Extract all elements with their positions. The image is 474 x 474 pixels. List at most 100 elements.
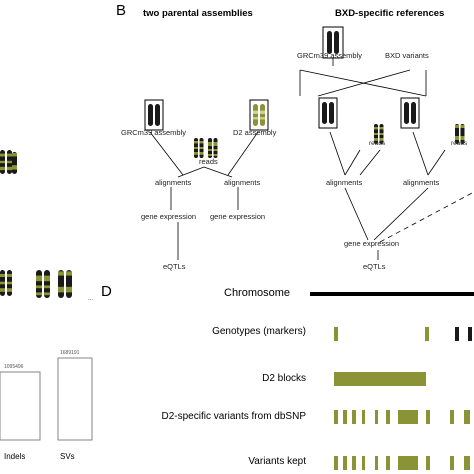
chromosome [334, 31, 339, 54]
genotype-marker [468, 327, 472, 341]
variant-mark [343, 410, 347, 424]
panel-a-pair-2 [0, 270, 12, 296]
variant-mark [410, 410, 413, 424]
left-reads-pair-2 [208, 138, 218, 158]
chromosome-pair [327, 31, 339, 54]
chromosome [260, 104, 265, 126]
chromosome [322, 102, 327, 124]
variant-mark [352, 410, 356, 424]
left-align-right: alignments [224, 178, 261, 187]
variant-kept-mark [410, 456, 413, 470]
panel-b-right-title: BXD-specific references [335, 8, 445, 19]
variant-kept-mark [450, 456, 454, 470]
left-align-left: alignments [155, 178, 192, 187]
right-align-left: alignments [326, 178, 363, 187]
variant-kept-mark [343, 456, 347, 470]
right-reads-pair-2 [455, 124, 465, 144]
panel-b-chromosomes [144, 26, 465, 158]
right-grcm-box-2 [318, 97, 338, 129]
variant-kept-mark [464, 456, 470, 470]
variant-kept-mark [334, 456, 338, 470]
right-grcm-box [322, 26, 344, 59]
variant-mark [450, 410, 454, 424]
ellipsis: ... [88, 296, 93, 302]
svs-bar [57, 357, 93, 441]
chromosome [58, 270, 64, 298]
left-grcm-label: GRCm39 assembly [121, 128, 187, 137]
chromosome [329, 102, 334, 124]
right-gene-label: gene expression [344, 239, 400, 248]
chromosome-pair [253, 104, 265, 126]
chromosome [7, 270, 12, 296]
panel-a-pair-3 [36, 270, 50, 298]
panel-b-left-title: two parental assemblies [143, 8, 253, 19]
variant-kept-mark [352, 456, 356, 470]
svs-label: SVs [60, 452, 75, 461]
variant-kept-mark [362, 456, 365, 470]
left-grcm-box [144, 99, 164, 131]
chromosome [213, 138, 218, 158]
genotype-marker [425, 327, 429, 341]
left-eqtl-label: eQTLs [163, 262, 186, 271]
chromosome [374, 124, 378, 144]
left-reads-label: reads [199, 157, 218, 166]
chromosome [455, 124, 459, 144]
chromosome [7, 150, 12, 174]
d2-blocks-label: D2 blocks [262, 373, 306, 384]
right-eqtl-label: eQTLs [363, 262, 386, 271]
chromosome [194, 138, 198, 158]
variant-kept-mark [375, 456, 378, 470]
panel-a-pair-4 [58, 270, 72, 298]
chromosome [199, 138, 204, 158]
indels-value: 1095496 [4, 364, 24, 370]
left-reads-pair-1 [194, 138, 204, 158]
right-bxd-box [400, 97, 420, 129]
panel-d-tracks [310, 292, 474, 470]
chromosome [155, 104, 160, 126]
chromosome [208, 138, 212, 158]
left-gene-right: gene expression [210, 212, 266, 221]
variant-mark [375, 410, 378, 424]
chromosome [404, 102, 409, 124]
right-bxd-label: BXD variants [385, 51, 429, 60]
panel-b-letter: B [116, 2, 127, 19]
panel-b-lines [149, 58, 474, 260]
d2-block-bar [334, 372, 426, 386]
left-d2-box [249, 99, 269, 131]
genotypes-label: Genotypes (markers) [212, 326, 306, 337]
right-align-right: alignments [403, 178, 440, 187]
panel-d-letter: D [101, 283, 112, 300]
chromosome-label: Chromosome [224, 287, 291, 299]
variant-mark [426, 410, 430, 424]
chromosome [253, 104, 258, 126]
right-grcm-label: GRCm39 assembly [297, 51, 363, 60]
variant-kept-mark [426, 456, 430, 470]
right-reads-pair-1 [374, 124, 384, 144]
variant-mark [334, 410, 338, 424]
chromosome [411, 102, 416, 124]
indels-label: Indels [4, 452, 26, 461]
genotype-marker [455, 327, 459, 341]
svs-value: 1689191 [60, 350, 80, 356]
variant-kept-mark [386, 456, 390, 470]
genotype-marker [334, 327, 338, 341]
variant-kept-mark [398, 456, 418, 470]
chromosome [44, 270, 50, 298]
variants-kept-label: Variants kept [248, 456, 306, 467]
left-gene-left: gene expression [141, 212, 197, 221]
chromosome [0, 270, 5, 296]
chromosome [460, 124, 465, 144]
chromosome-line [310, 292, 474, 296]
panel-c-bars [0, 357, 93, 441]
right-reads-left: reads [369, 140, 386, 147]
left-d2-label: D2 assembly [233, 128, 277, 137]
variant-mark [362, 410, 365, 424]
d2-variants-label: D2-specific variants from dbSNP [161, 411, 307, 422]
chromosome [66, 270, 72, 298]
chromosome [36, 270, 42, 298]
variant-mark [386, 410, 390, 424]
chromosome [327, 31, 332, 54]
chromosome-pair [404, 102, 416, 124]
chromosome-pair [322, 102, 334, 124]
